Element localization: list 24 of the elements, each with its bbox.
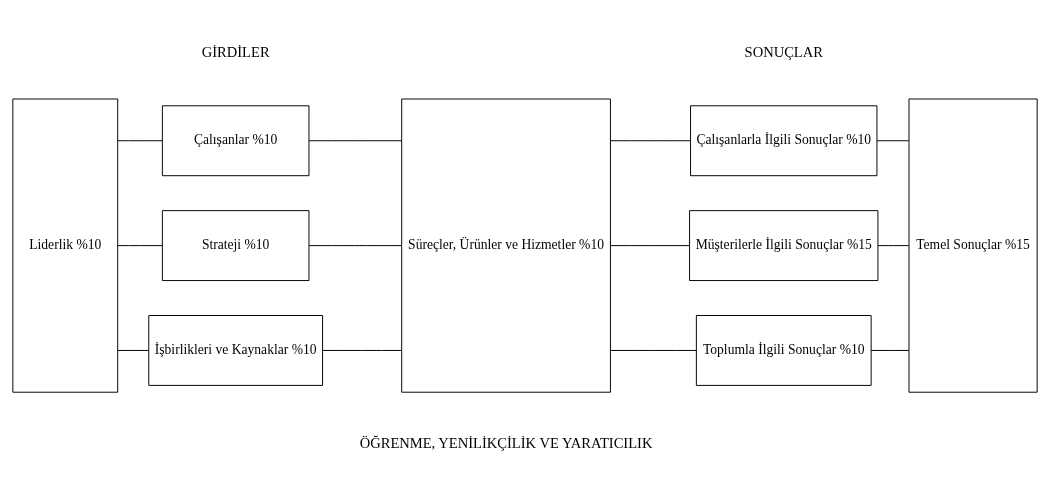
node-box: İşbirlikleri ve Kaynaklar %10 — [148, 314, 324, 386]
connector — [322, 349, 402, 351]
connector — [870, 349, 910, 351]
node-box: Çalışanlar %10 — [161, 104, 310, 176]
connector — [610, 244, 690, 246]
connector — [610, 139, 691, 141]
label: SONUÇLAR — [744, 43, 823, 60]
label: GİRDİLER — [201, 43, 270, 60]
connector — [877, 244, 910, 246]
node-box: Süreçler, Ürünler ve Hizmetler %10 — [401, 98, 611, 393]
node-box: Toplumla İlgili Sonuçlar %10 — [695, 314, 872, 386]
connector — [308, 139, 403, 141]
label: ÖĞRENME, YENİLİKÇİLİK VE YARATICILIK — [359, 434, 653, 451]
connector — [308, 244, 403, 246]
connector — [117, 139, 163, 141]
node-box: Strateji %10 — [161, 209, 310, 281]
node-box: Müşterilerle İlgili Sonuçlar %15 — [689, 209, 879, 281]
node-box: Liderlik %10 — [12, 98, 119, 393]
connector — [876, 139, 910, 141]
connector — [117, 349, 149, 351]
connector — [117, 244, 163, 246]
connector — [610, 349, 697, 351]
node-box: Çalışanlarla İlgili Sonuçlar %10 — [690, 104, 878, 176]
node-box: Temel Sonuçlar %15 — [908, 98, 1038, 393]
